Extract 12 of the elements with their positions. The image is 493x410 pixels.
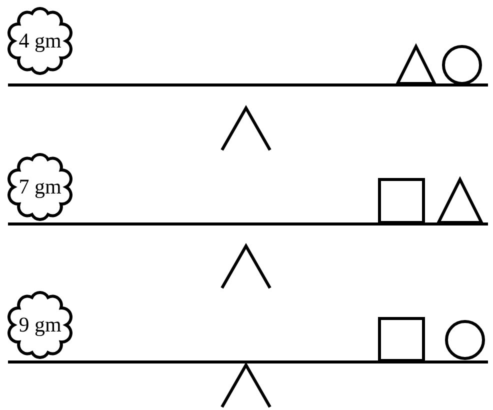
circle-shape [445, 320, 485, 360]
cloud-shape [8, 6, 72, 76]
cloud-shape [8, 152, 72, 222]
square-shape [378, 178, 425, 224]
weight-label: 7 gm [18, 174, 62, 200]
circle-shape [442, 45, 482, 85]
square-shape [378, 317, 425, 362]
weight-label: 9 gm [18, 312, 62, 338]
weight-label: 4 gm [18, 28, 62, 54]
cloud-shape [8, 290, 72, 360]
triangle-shape [396, 45, 436, 85]
triangle-shape [437, 178, 483, 224]
